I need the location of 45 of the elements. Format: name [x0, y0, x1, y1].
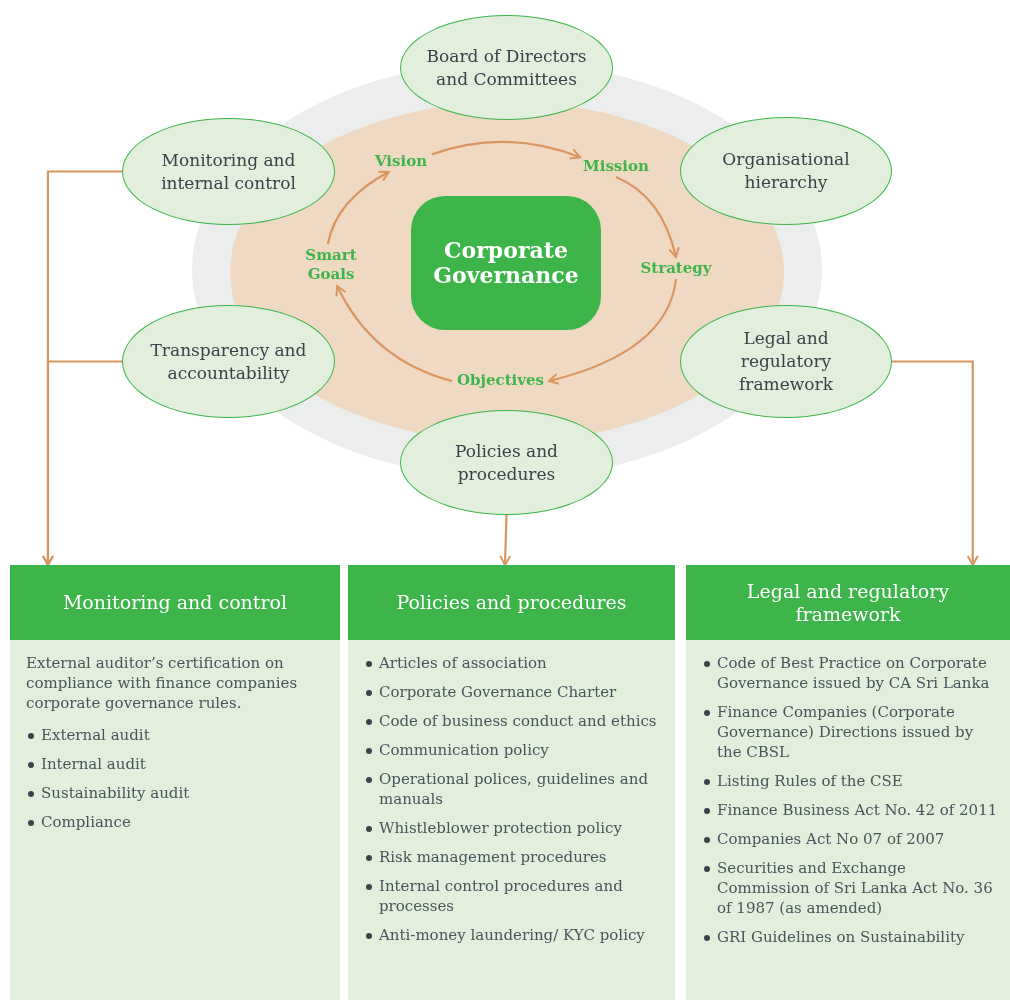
- topic-ellipse: Organisational hierarchy: [680, 117, 892, 225]
- topic-ellipse: Legal and regulatory framework: [680, 305, 892, 418]
- topic-ellipse: Transparency and accountability: [122, 305, 335, 418]
- description-text: External auditor’s certification on compliance with finance companies corporate governance rules.: [26, 653, 299, 713]
- arrow: [431, 140, 581, 160]
- topic-ellipse: Monitoring and internal control: [122, 118, 335, 225]
- cycle-label: Vision: [370, 150, 432, 172]
- info-panel: [686, 565, 1010, 1000]
- arrow: [615, 176, 680, 258]
- info-panel: [348, 565, 675, 1000]
- cycle-label: Objectives: [452, 369, 549, 391]
- panel-heading: Legal and regulatory framework: [686, 565, 1010, 640]
- arrow: [548, 278, 678, 385]
- bullet-item: Companies Act No 07 of 2007: [702, 829, 1002, 849]
- bullet-item: Compliance: [26, 812, 332, 832]
- arrow: [335, 285, 453, 383]
- panel-heading: Policies and procedures: [348, 565, 675, 640]
- bullet-item: Finance Companies (Corporate Governance) Directions issued by the CBSL: [702, 702, 1002, 762]
- bullet-item: Code of business conduct and ethics: [364, 711, 667, 731]
- cycle-label: Smart Goals: [300, 244, 362, 286]
- bullet-item: Risk management procedures: [364, 847, 667, 867]
- bullet-item: Operational polices, guidelines and manuals: [364, 769, 667, 809]
- cycle-label: Mission: [580, 155, 652, 177]
- info-panel: [10, 565, 340, 1000]
- bullet-item: GRI Guidelines on Sustainability: [702, 927, 1002, 947]
- bullet-item: External audit: [26, 725, 332, 745]
- bullet-item: Anti-money laundering/ KYC policy: [364, 925, 667, 945]
- bullet-item: Finance Business Act No. 42 of 2011: [702, 800, 1002, 820]
- arrow: [892, 360, 979, 566]
- arrow: [326, 171, 390, 245]
- center-box: Corporate Governance: [411, 196, 601, 330]
- arrow: [499, 514, 512, 566]
- bullet-item: Whistleblower protection policy: [364, 818, 667, 838]
- cycle-label: Strategy: [636, 257, 716, 279]
- bullet-item: Listing Rules of the CSE: [702, 771, 1002, 791]
- bullet-item: Internal control procedures and processes: [364, 876, 667, 916]
- bullet-item: Articles of association: [364, 653, 667, 673]
- bullet-item: Corporate Governance Charter: [364, 682, 667, 702]
- bullet-item: Internal audit: [26, 754, 332, 774]
- bullet-item: Communication policy: [364, 740, 667, 760]
- bullet-item: Securities and Exchange Commission of Sri Lanka Act No. 36 of 1987 (as amended): [702, 858, 1002, 918]
- bullet-item: Sustainability audit: [26, 783, 332, 803]
- arrow: [41, 360, 122, 566]
- bullet-item: Code of Best Practice on Corporate Governance issued by CA Sri Lanka: [702, 653, 1002, 693]
- panel-heading: Monitoring and control: [10, 565, 340, 640]
